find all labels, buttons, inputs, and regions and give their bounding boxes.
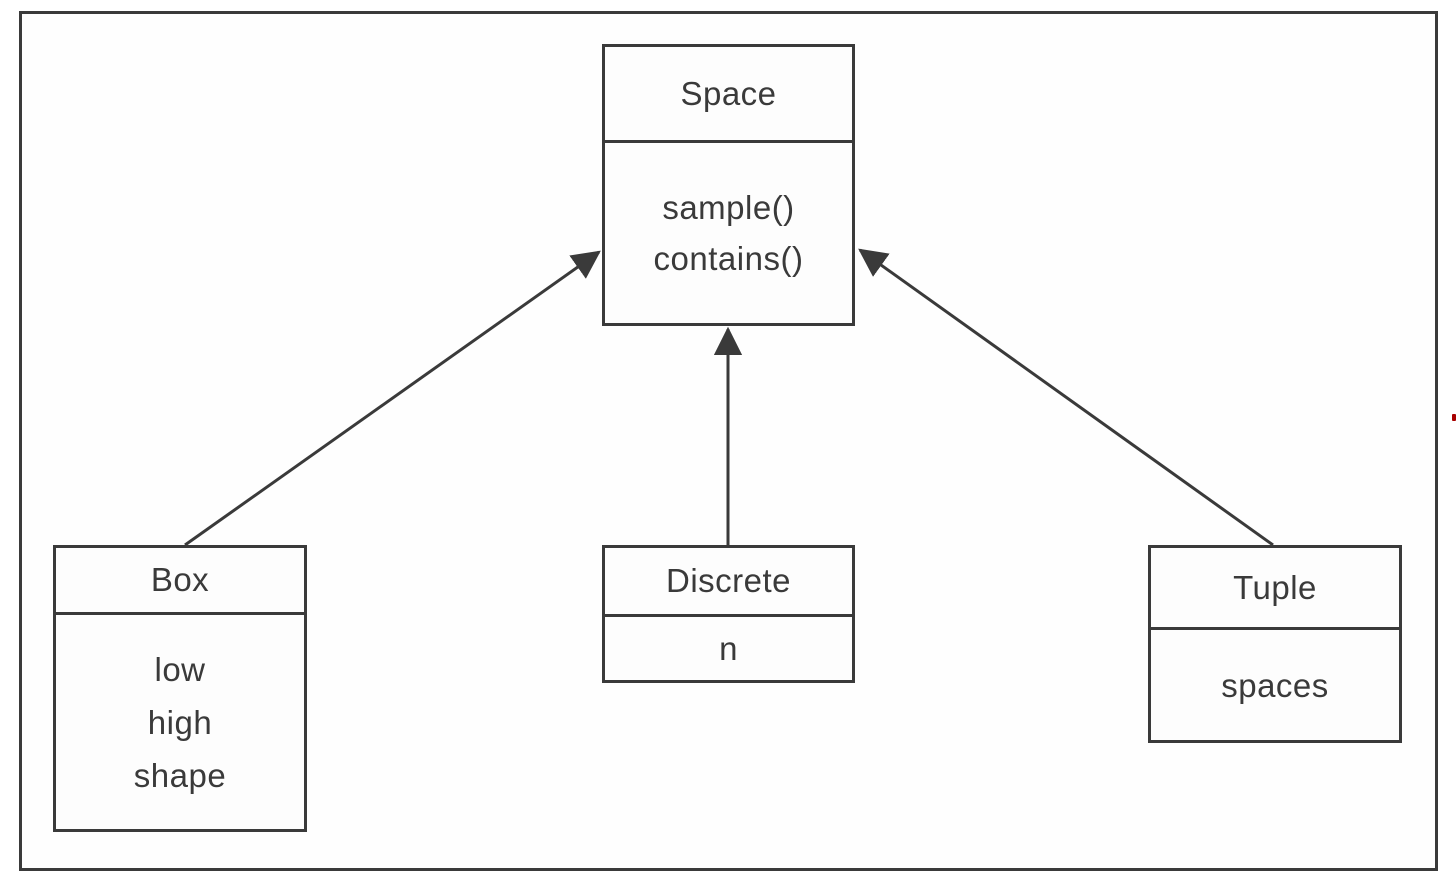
class-title-box: Box: [56, 548, 304, 615]
class-members-tuple: spaces: [1151, 630, 1399, 740]
class-box-space: Space sample() contains(): [602, 44, 855, 326]
class-box-discrete: Discrete n: [602, 545, 855, 683]
red-edge-artifact: [1452, 414, 1456, 421]
class-member: contains(): [653, 240, 804, 277]
class-member: spaces: [1221, 666, 1329, 704]
class-member: n: [719, 630, 738, 667]
class-member: low: [154, 650, 206, 688]
class-title-space: Space: [605, 47, 852, 143]
class-box-box: Box low high shape: [53, 545, 307, 832]
class-members-discrete: n: [605, 617, 852, 680]
class-box-tuple: Tuple spaces: [1148, 545, 1402, 743]
class-title-discrete: Discrete: [605, 548, 852, 617]
class-member: sample(): [662, 189, 795, 226]
class-members-space: sample() contains(): [605, 143, 852, 323]
class-member: shape: [133, 756, 227, 794]
class-members-box: low high shape: [56, 615, 304, 829]
class-title-tuple: Tuple: [1151, 548, 1399, 630]
class-member: high: [147, 703, 213, 741]
